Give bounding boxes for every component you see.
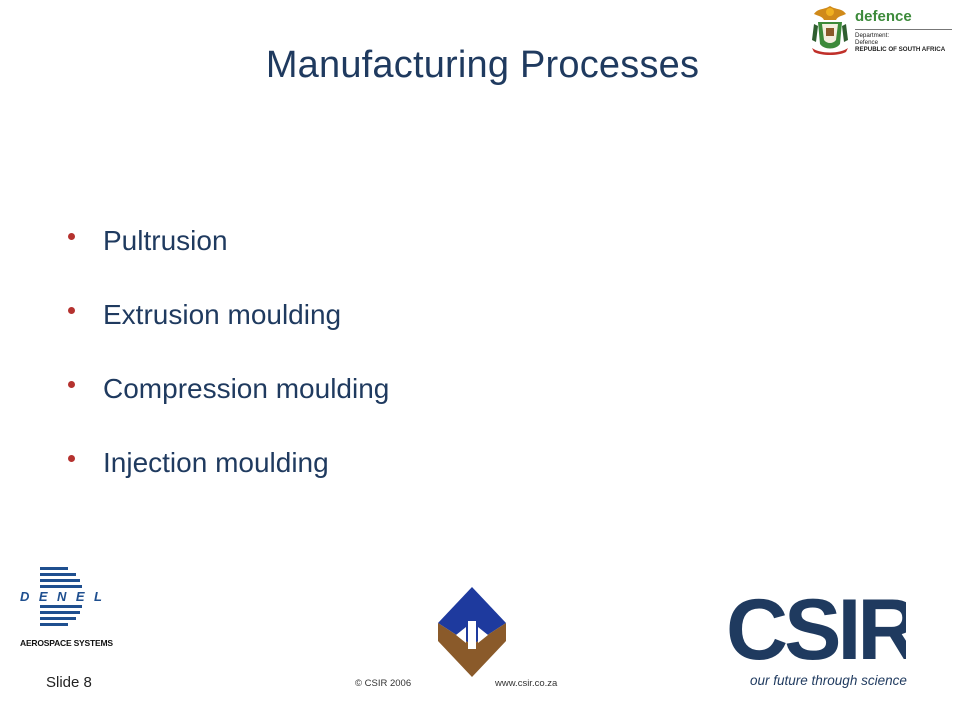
bullet-icon (68, 232, 75, 240)
bullet-icon (68, 454, 75, 462)
list-item: Compression moulding (68, 352, 389, 426)
slide-number: Slide 8 (46, 674, 92, 691)
list-item: Injection moulding (68, 426, 389, 500)
bullet-icon (68, 380, 75, 388)
website-link[interactable]: www.csir.co.za (495, 678, 558, 689)
copyright-text: © CSIR 2006 (355, 678, 412, 689)
defence-name-label: Defence (855, 39, 879, 46)
denel-letter: E (75, 589, 85, 604)
denel-letter: L (94, 589, 102, 604)
divider (855, 29, 952, 30)
bullet-icon (68, 306, 75, 314)
coat-of-arms-icon (812, 6, 848, 55)
csir-logo: CSIR our future through science (726, 575, 907, 695)
bullet-text: Pultrusion (103, 225, 228, 256)
denel-letter: N (57, 589, 67, 604)
denel-letter: E (38, 589, 48, 604)
list-item: Extrusion moulding (68, 278, 389, 352)
page-title: Manufacturing Processes (265, 44, 700, 86)
bullet-list: Pultrusion Extrusion moulding Compressio… (68, 204, 389, 500)
bullet-text: Extrusion moulding (103, 299, 342, 330)
denel-d-icon (40, 567, 82, 626)
bullet-text: Compression moulding (103, 373, 390, 404)
denel-subtitle: AEROSPACE SYSTEMS (20, 638, 113, 648)
bullet-text: Injection moulding (103, 447, 329, 478)
csir-wordmark: CSIR (726, 582, 906, 667)
defence-country-label: REPUBLIC OF SOUTH AFRICA (855, 46, 946, 53)
emblem-icon (438, 587, 506, 677)
list-item: Pultrusion (68, 204, 389, 278)
csir-tagline: our future through science (750, 673, 907, 688)
defence-dept-label: Department: (855, 32, 890, 39)
defence-word: defence (855, 8, 912, 25)
denel-logo: D E N E L AEROSPACE SYSTEMS (18, 565, 113, 655)
defence-logo: defence Department: Defence REPUBLIC OF … (806, 2, 956, 58)
csir-wordmark-text: CSIR (726, 582, 906, 667)
denel-letter: D (20, 589, 30, 604)
denel-wordmark: D E N E L (20, 589, 102, 604)
